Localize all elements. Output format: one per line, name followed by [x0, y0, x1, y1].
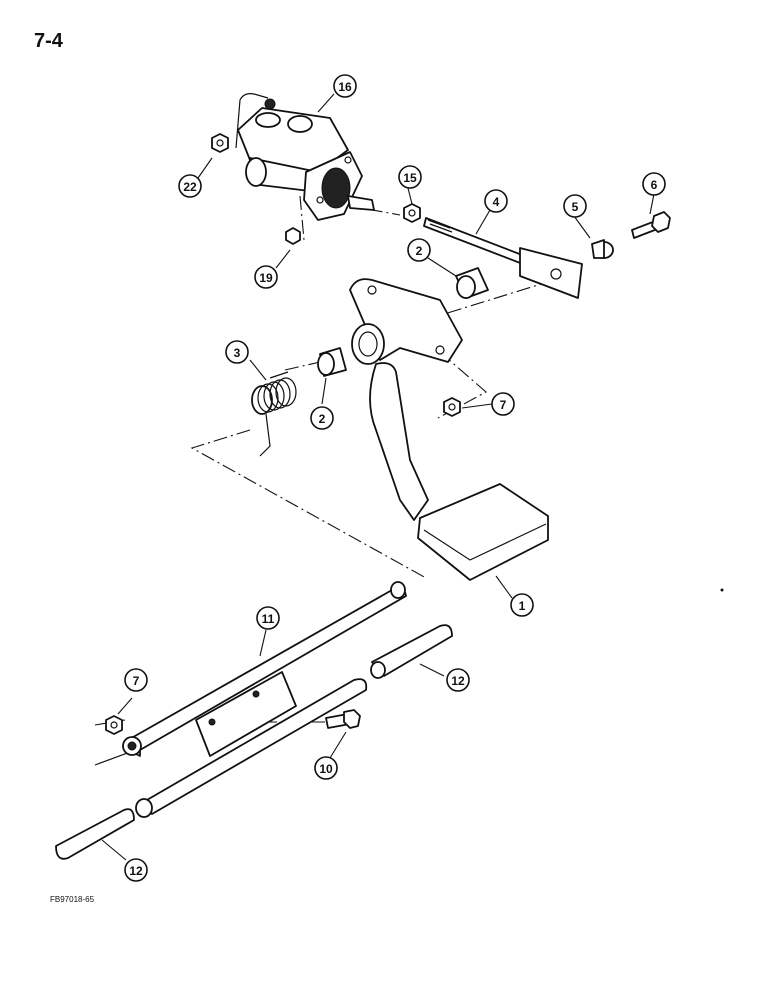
callout-10: 10: [314, 756, 338, 780]
assembly-lines: [94, 195, 581, 766]
callout-3: 3: [225, 340, 249, 364]
svg-text:1: 1: [519, 599, 526, 613]
nut-22: [211, 133, 229, 153]
return-spring: [251, 371, 297, 457]
callout-1: 1: [510, 593, 534, 617]
svg-text:2: 2: [416, 244, 423, 258]
push-rod: [423, 217, 583, 299]
svg-text:12: 12: [451, 674, 465, 688]
svg-text:2: 2: [319, 412, 326, 426]
bolt-10: [325, 709, 361, 729]
callout-22: 22: [178, 174, 202, 198]
callout-15: 15: [398, 165, 422, 189]
master-cylinder: [235, 93, 375, 221]
svg-text:7: 7: [500, 398, 507, 412]
bushing-2-upper: [455, 267, 489, 299]
page-number: 7-4: [34, 30, 63, 52]
callout-2-upper: 2: [407, 238, 431, 262]
figure-code: FB97018-65: [50, 895, 95, 904]
callout-12-upper: 12: [446, 668, 470, 692]
callout-19: 19: [254, 265, 278, 289]
svg-text:19: 19: [259, 271, 273, 285]
svg-text:11: 11: [262, 612, 275, 626]
callout-16: 16: [333, 74, 357, 98]
callout-11: 11: [256, 606, 280, 630]
sleeve-12-upper: [370, 624, 453, 679]
leader-lines: [101, 93, 655, 861]
svg-text:16: 16: [338, 80, 352, 94]
callout-4: 4: [484, 189, 508, 213]
margin-dot: [720, 588, 724, 592]
nut-7-upper: [443, 397, 461, 417]
bushing-5: [591, 239, 614, 259]
svg-text:3: 3: [234, 346, 241, 360]
clutch-pedal: [349, 278, 549, 581]
svg-text:7: 7: [133, 674, 140, 688]
svg-text:6: 6: [651, 178, 658, 192]
cross-shaft: [122, 581, 407, 818]
svg-text:5: 5: [572, 200, 579, 214]
svg-text:4: 4: [493, 195, 500, 209]
svg-text:12: 12: [129, 864, 143, 878]
nut-15: [403, 203, 421, 223]
svg-text:10: 10: [319, 762, 333, 776]
sleeve-12-lower: [55, 808, 135, 860]
callout-12-lower: 12: [124, 858, 148, 882]
bushing-2-lower: [317, 347, 347, 377]
callout-7-upper: 7: [491, 392, 515, 416]
svg-text:22: 22: [183, 180, 197, 194]
nut-19: [285, 227, 301, 245]
callout-7-lower: 7: [124, 668, 148, 692]
nut-7-lower: [105, 715, 123, 735]
bolt-6: [631, 211, 671, 239]
callout-2-lower: 2: [310, 406, 334, 430]
callout-6: 6: [642, 172, 666, 196]
svg-text:15: 15: [403, 171, 417, 185]
callout-5: 5: [563, 194, 587, 218]
